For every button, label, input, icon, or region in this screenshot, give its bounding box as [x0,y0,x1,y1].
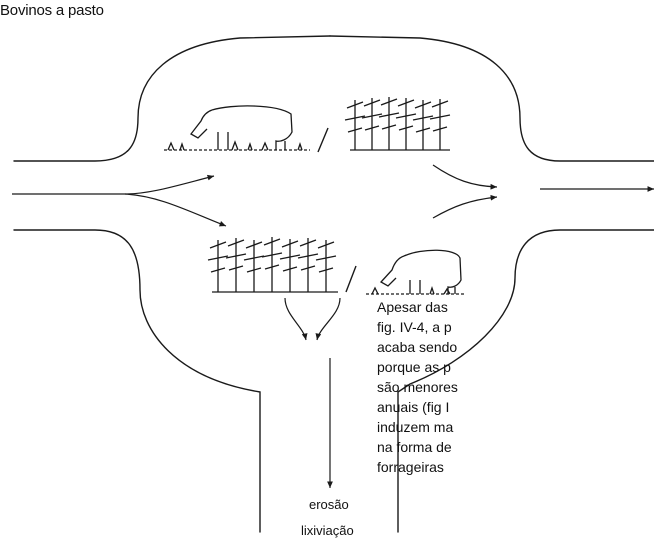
down-arrow-right [315,297,341,341]
input-branch-up [124,174,215,195]
side-paragraph: Apesar das fig. IV-4, a p acaba sendo po… [377,297,654,477]
crop-scene-bottom [207,237,338,293]
divider-bottom [345,265,357,293]
side-text-line: porque as p [377,359,451,375]
side-text-line: na forma de [377,439,452,455]
down-arrow-left [284,297,308,341]
outline-bottom-left [13,229,261,533]
leaching-label: lixiviação [301,523,354,538]
divider-top [317,127,329,153]
input-branch-down [124,193,227,227]
diagram-title: Bovinos a pasto [0,2,104,19]
cow-pasture-scene-bottom [366,249,466,295]
cow-pasture-scene-top [164,105,310,151]
side-text-line: fig. IV-4, a p [377,319,452,335]
side-text-line: Apesar das [377,299,448,315]
side-text-line: induzem ma [377,419,454,435]
side-text-line: anuais (fig I [377,399,450,415]
side-text-line: acaba sendo [377,339,458,355]
outline-bottom-right [397,229,654,533]
crop-scene-top [344,97,451,151]
merge-arrow-top [432,164,498,190]
outline-top-right [329,35,654,162]
merge-arrow-bottom [432,194,498,219]
outline-top-left [13,35,331,162]
side-text-line: forrageiras [377,459,444,475]
erosion-label: erosão [309,497,349,512]
side-text-line: são menores [377,379,458,395]
